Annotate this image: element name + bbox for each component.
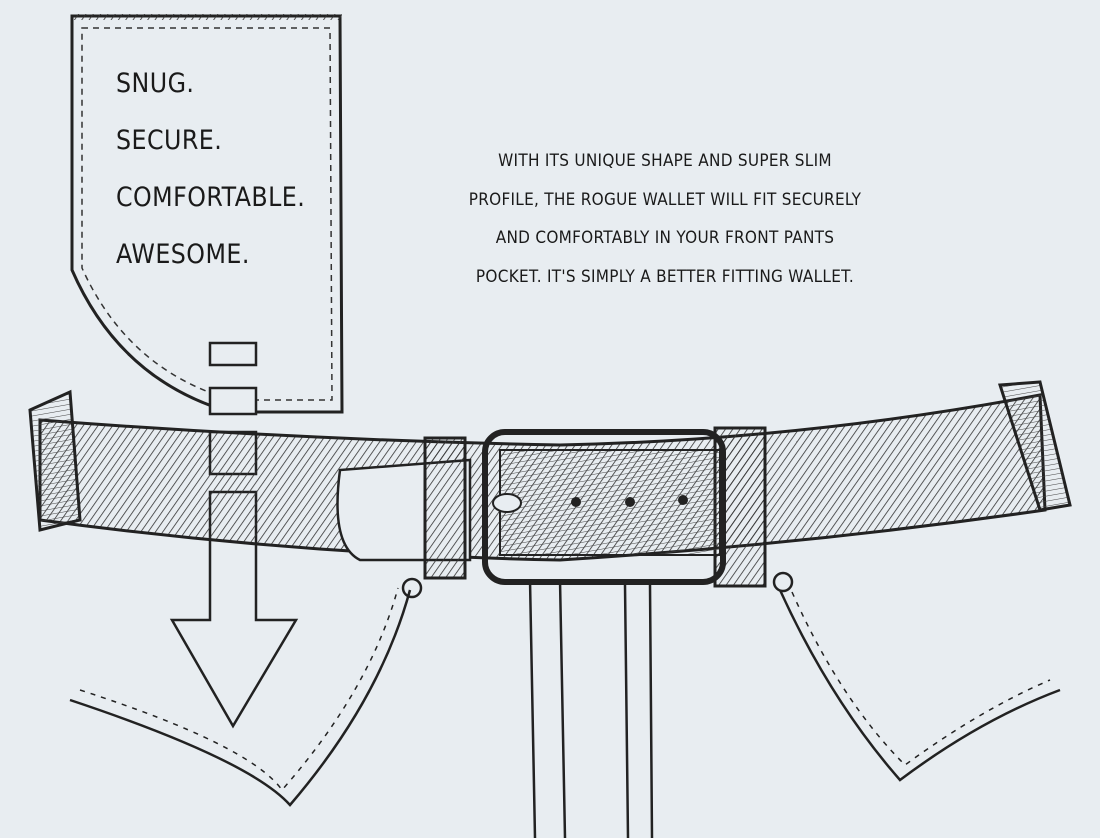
belt-icon (28, 380, 1072, 588)
description-line: AND COMFORTABLY IN YOUR FRONT PANTS (495, 228, 835, 248)
pants-icon (69, 571, 1061, 838)
description-line: POCKET. IT'S SIMPLY A BETTER FITTING WAL… (475, 266, 855, 287)
description-line: PROFILE, THE ROGUE WALLET WILL FIT SECUR… (468, 189, 862, 210)
product-description: WITH ITS UNIQUE SHAPE AND SUPER SLIM PRO… (420, 142, 910, 296)
wallet-icon (70, 14, 344, 414)
description-line: WITH ITS UNIQUE SHAPE AND SUPER SLIM (498, 151, 832, 171)
tagline-comfortable: COMFORTABLE. (116, 182, 306, 213)
tagline-awesome: AWESOME. (116, 239, 250, 270)
tagline-snug: SNUG. (116, 68, 195, 99)
tagline-secure: SECURE. (116, 125, 223, 156)
